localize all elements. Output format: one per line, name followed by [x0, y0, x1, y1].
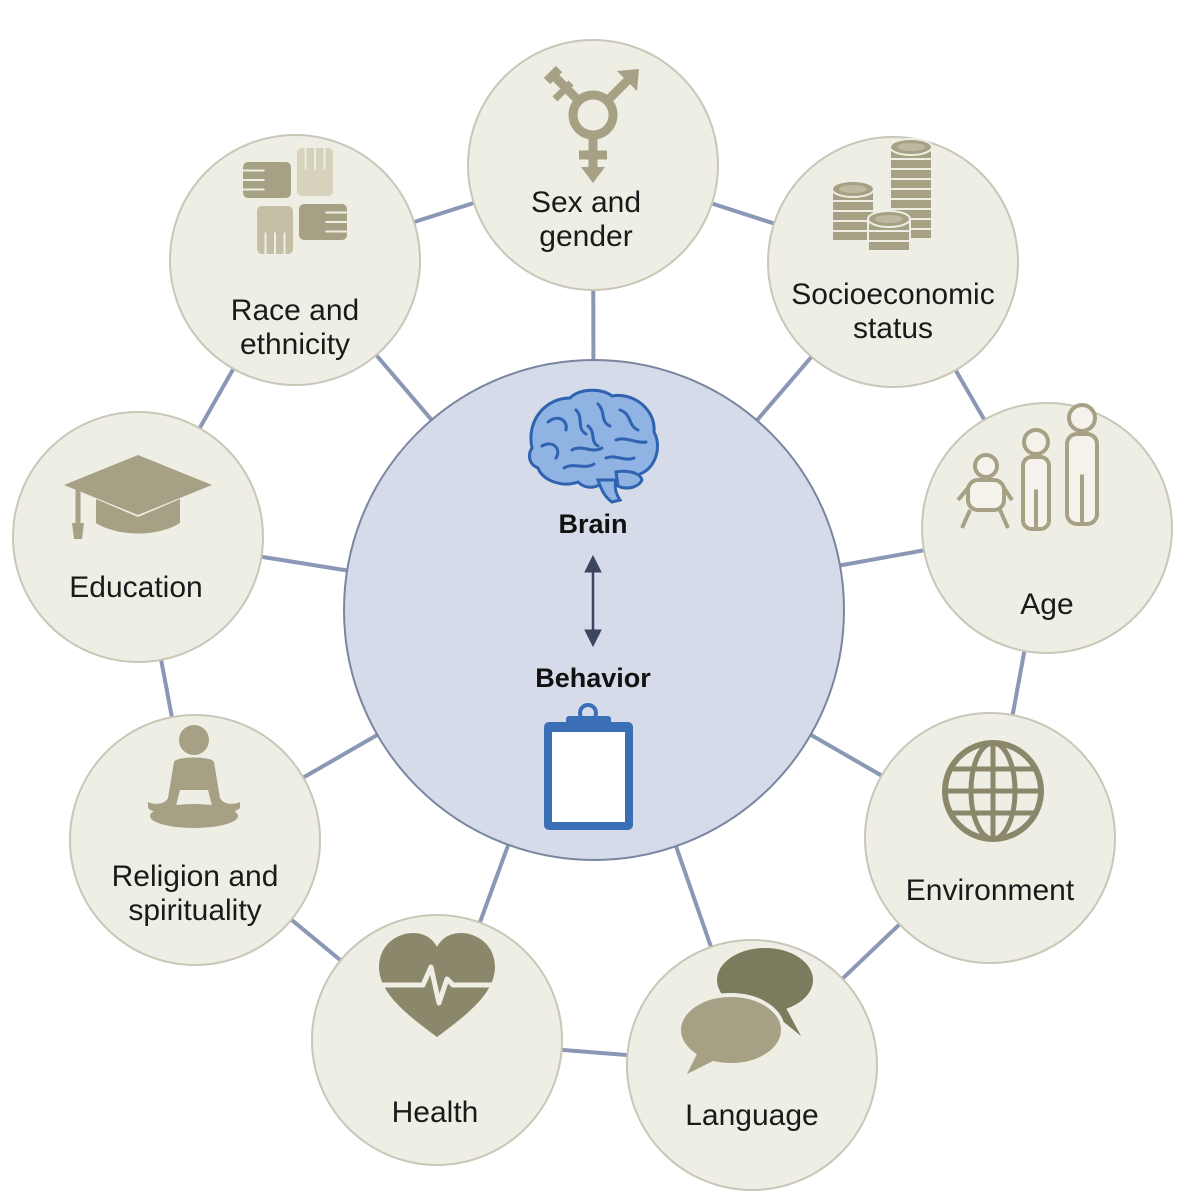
brain-icon	[528, 388, 659, 504]
factor-node-environment: Environment	[864, 712, 1116, 964]
factor-node-label: Health	[392, 1096, 479, 1129]
center-hub: Brain Behavior	[343, 359, 845, 861]
factor-nodes: Sex andgenderSocioeconomicstatusAgeEnvir…	[12, 39, 1173, 1191]
meditation-icon	[148, 725, 240, 828]
factor-node-label: ethnicity	[240, 328, 350, 361]
factor-node-language: Language	[626, 939, 878, 1191]
hands-icon	[241, 146, 349, 256]
factor-node-label: Religion and	[112, 860, 279, 893]
factor-node-label: Education	[69, 571, 202, 604]
behavior-label: Behavior	[535, 663, 651, 693]
factor-node-health: Health	[311, 914, 563, 1166]
factor-node-label: Socioeconomic	[791, 278, 994, 311]
coins-icon	[831, 138, 933, 252]
factor-node-label: spirituality	[128, 894, 261, 927]
factor-node-label: Sex and	[531, 186, 641, 219]
factor-node-circle	[626, 939, 878, 1191]
factor-node-label: Environment	[906, 874, 1075, 907]
brain-label: Brain	[558, 509, 627, 539]
factor-node-label: Age	[1020, 588, 1073, 621]
bidirectional-arrow-icon	[584, 554, 602, 648]
heart-pulse-icon	[377, 933, 497, 1037]
factor-node-circle	[12, 411, 264, 663]
clipboard-icon	[544, 703, 633, 830]
factor-node-age: Age	[921, 402, 1173, 654]
factor-node-circle	[767, 136, 1019, 388]
factor-node-circle	[311, 914, 563, 1166]
factor-node-label: gender	[539, 220, 632, 253]
factor-node-label: Language	[685, 1099, 818, 1132]
factor-node-label: Race and	[231, 294, 359, 327]
factor-node-education: Education	[12, 411, 264, 663]
graduation-cap-icon	[64, 455, 212, 539]
speech-bubbles-icon	[677, 948, 813, 1074]
people-ages-icon	[956, 403, 1099, 531]
gender-symbol-icon	[543, 65, 639, 183]
factor-node-label: status	[853, 312, 933, 345]
factor-node-circle	[69, 714, 321, 966]
globe-icon	[942, 740, 1044, 842]
factor-node-circle	[169, 134, 421, 386]
